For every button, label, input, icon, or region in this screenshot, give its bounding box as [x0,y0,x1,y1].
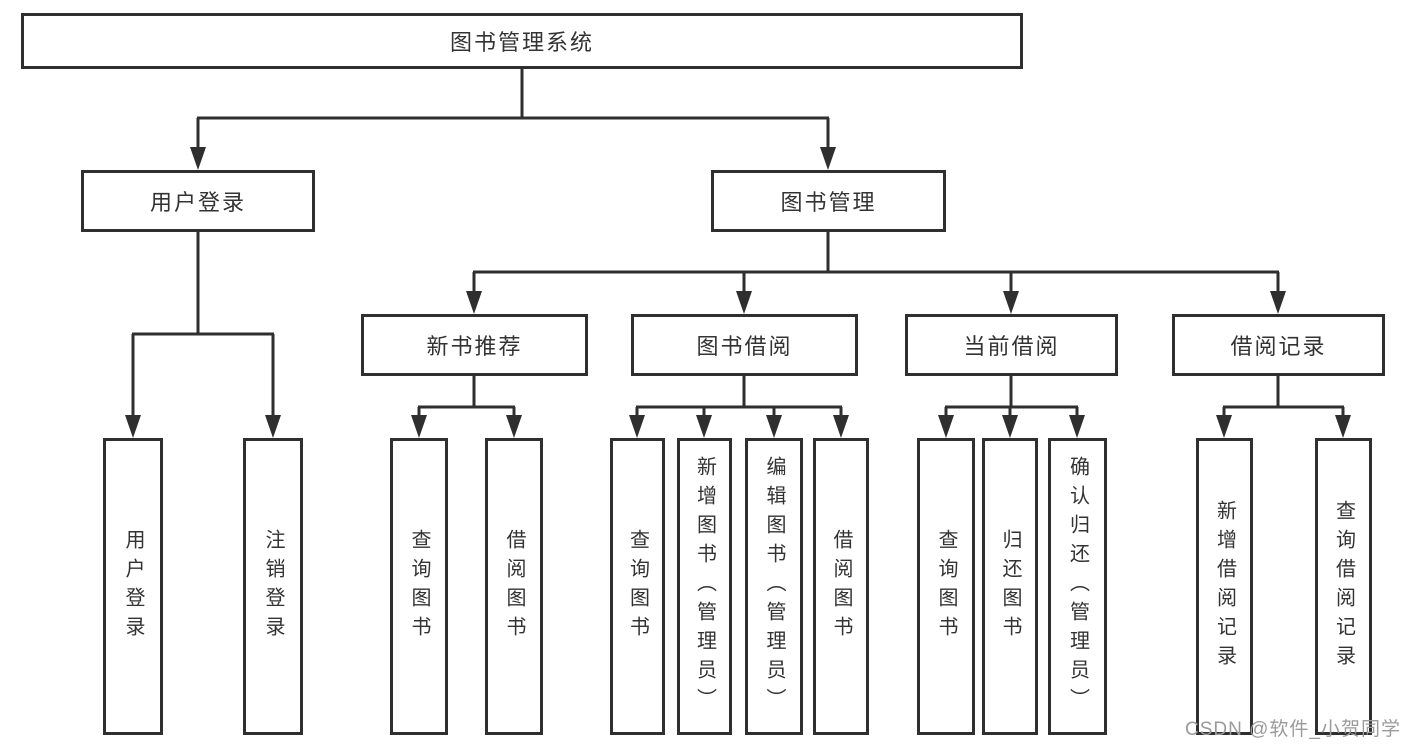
node-book-management: 图书管理 [711,170,946,232]
node-query-books-current: 查询图书 [917,438,975,735]
node-new-book-recommendation: 新书推荐 [361,314,588,376]
node-book-borrowing: 图书借阅 [631,314,858,376]
node-query-books-recommend: 查询图书 [390,438,448,735]
node-user-login-leaf: 用户登录 [103,438,163,735]
node-add-books-admin: 新增图书（管理员） [677,438,732,735]
node-borrow-books-recommend: 借阅图书 [485,438,543,735]
node-add-borrow-record: 新增借阅记录 [1196,438,1253,735]
node-query-borrow-record: 查询借阅记录 [1315,438,1372,735]
node-confirm-return-admin: 确认归还（管理员） [1048,438,1107,735]
connector-paths [131,69,1345,433]
node-current-borrowing: 当前借阅 [905,314,1118,376]
node-borrow-books-borrowing: 借阅图书 [813,438,869,735]
watermark: CSDN @软件_小贺同学 [1185,719,1401,740]
node-query-books-borrowing: 查询图书 [610,438,665,735]
node-return-books: 归还图书 [982,438,1038,735]
arrow-down-icons [125,147,1351,438]
node-edit-books-admin: 编辑图书（管理员） [745,438,803,735]
node-library-management-system: 图书管理系统 [21,13,1023,69]
node-user-login: 用户登录 [81,170,315,232]
node-borrowing-records: 借阅记录 [1172,314,1385,376]
node-logout: 注销登录 [243,438,303,735]
